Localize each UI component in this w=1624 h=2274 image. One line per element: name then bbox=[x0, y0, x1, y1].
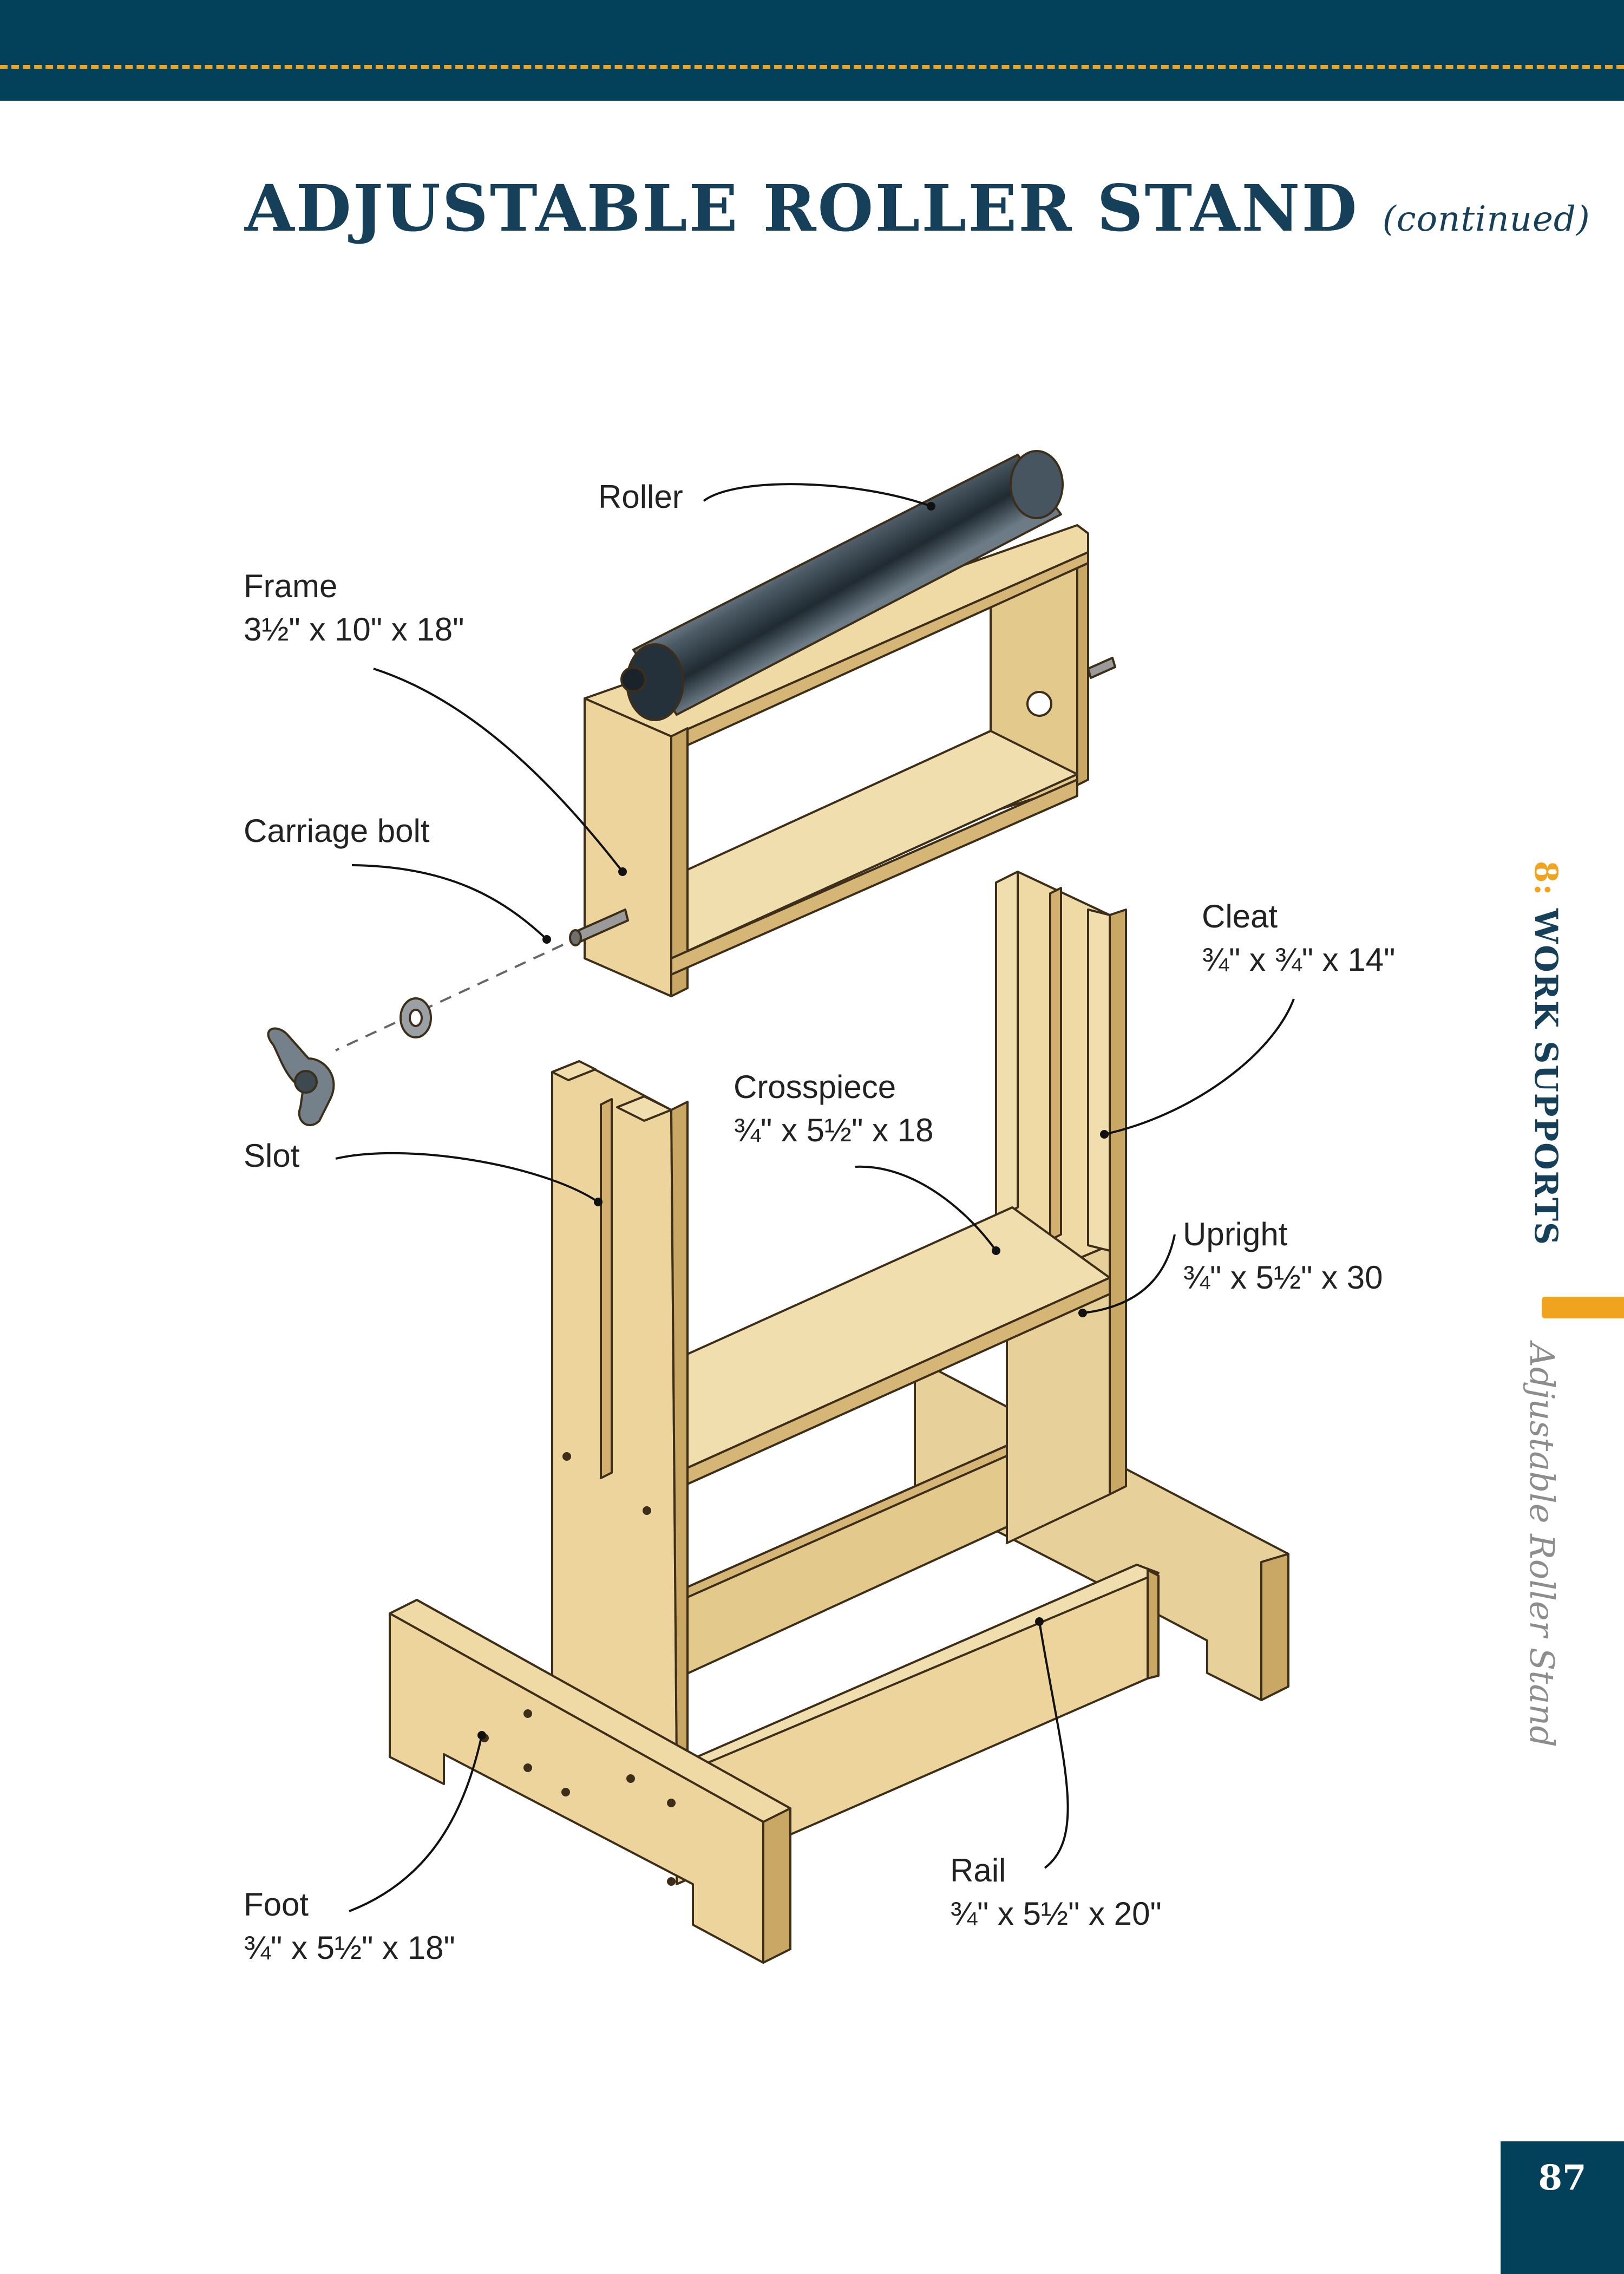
stand-assembly bbox=[389, 871, 1289, 1964]
label-rail: Rail ¾" x 5½" x 20" bbox=[950, 1849, 1162, 1936]
upright-slot-right bbox=[1049, 887, 1062, 1241]
back-foot-end bbox=[1260, 1553, 1289, 1701]
foot-dot-2 bbox=[523, 1709, 532, 1718]
page-title: ADJUSTABLE ROLLER STAND (continued) bbox=[245, 171, 1590, 246]
carriage-bolt-end bbox=[569, 929, 582, 946]
label-roller: Roller bbox=[598, 475, 683, 519]
wing-nut-hub bbox=[294, 1070, 318, 1094]
assembly-dashed-line bbox=[335, 944, 564, 1051]
label-upright-dims: ¾" x 5½" x 30 bbox=[1183, 1259, 1383, 1296]
front-foot-end bbox=[762, 1807, 791, 1964]
leader-dot-carriage-bolt bbox=[542, 935, 551, 944]
label-carriage-bolt: Carriage bolt bbox=[244, 809, 430, 853]
side-tab-section: Adjustable Roller Stand bbox=[1522, 1343, 1562, 1747]
label-frame: Frame 3½" x 10" x 18" bbox=[244, 565, 464, 651]
frame-back-post-face bbox=[1076, 540, 1089, 786]
label-frame-name: Frame bbox=[244, 568, 338, 604]
back-upright-side bbox=[1109, 909, 1127, 1495]
roller-axle bbox=[620, 666, 646, 692]
leader-dot-crosspiece bbox=[992, 1246, 1000, 1255]
side-tab-divider bbox=[1548, 1297, 1624, 1318]
roller-end-cap-rim bbox=[1010, 450, 1064, 519]
leader-dot-roller bbox=[927, 502, 935, 511]
foot-dot-4 bbox=[561, 1788, 570, 1796]
label-carriage-bolt-name: Carriage bolt bbox=[244, 813, 430, 849]
label-rail-name: Rail bbox=[950, 1852, 1006, 1889]
leader-cleat bbox=[1104, 998, 1295, 1135]
upright-slot-left bbox=[600, 1098, 613, 1479]
cleat-left bbox=[995, 871, 1019, 1219]
label-slot-name: Slot bbox=[244, 1138, 300, 1174]
foot-dot-3 bbox=[523, 1763, 532, 1772]
front-upright bbox=[551, 1060, 678, 1761]
frame-front-post bbox=[584, 697, 672, 997]
back-bolt-shaft bbox=[1087, 657, 1116, 679]
washer-hole bbox=[409, 1009, 423, 1027]
washer bbox=[400, 997, 432, 1038]
side-tab-chapter: 8: WORK SUPPORTS bbox=[1528, 861, 1564, 1246]
page-title-suffix: (continued) bbox=[1382, 199, 1590, 239]
label-foot-dims: ¾" x 5½" x 18" bbox=[244, 1930, 455, 1966]
upright-top-edge-2 bbox=[616, 1095, 672, 1122]
front-rail-end bbox=[1147, 1569, 1160, 1680]
header-dashed-line bbox=[0, 65, 1624, 69]
leader-slot bbox=[335, 1152, 599, 1203]
leader-dot-slot bbox=[594, 1198, 603, 1206]
leader-dot-frame bbox=[618, 867, 627, 876]
leader-upright bbox=[1082, 1234, 1176, 1314]
roller bbox=[620, 450, 1064, 721]
label-crosspiece: Crosspiece ¾" x 5½" x 18 bbox=[734, 1066, 933, 1152]
front-foot-face bbox=[389, 1612, 764, 1964]
leader-crosspiece bbox=[855, 1165, 997, 1252]
leader-rail bbox=[1038, 1621, 1069, 1869]
page-number-box: 87 bbox=[1501, 2141, 1624, 2274]
leader-dot-cleat bbox=[1100, 1130, 1109, 1139]
side-tab-divider-cap bbox=[1542, 1297, 1553, 1318]
foot-dot-7 bbox=[667, 1877, 676, 1886]
leader-foot bbox=[349, 1735, 483, 1912]
header-bar bbox=[0, 0, 1624, 101]
frame-post-hole bbox=[1026, 691, 1052, 717]
leader-roller bbox=[703, 483, 932, 507]
label-crosspiece-dims: ¾" x 5½" x 18 bbox=[734, 1112, 934, 1148]
label-foot-name: Foot bbox=[244, 1886, 309, 1923]
label-foot: Foot ¾" x 5½" x 18" bbox=[244, 1883, 455, 1970]
label-cleat: Cleat ¾" x ¾" x 14" bbox=[1202, 895, 1395, 982]
leader-dot-upright bbox=[1078, 1309, 1087, 1317]
cleat-right bbox=[1087, 909, 1111, 1252]
carriage-bolt bbox=[569, 657, 1116, 946]
leader-carriage-bolt bbox=[351, 864, 548, 940]
upright-dot-2 bbox=[643, 1506, 651, 1515]
frame-front-bottom bbox=[670, 779, 1078, 976]
label-cleat-dims: ¾" x ¾" x 14" bbox=[1202, 942, 1396, 978]
foot-dot-5 bbox=[626, 1774, 635, 1783]
label-cleat-name: Cleat bbox=[1202, 898, 1278, 935]
foot-dot-6 bbox=[667, 1799, 676, 1807]
upright-top-edge bbox=[551, 1060, 597, 1081]
label-slot: Slot bbox=[244, 1134, 299, 1178]
label-frame-dims: 3½" x 10" x 18" bbox=[244, 611, 464, 648]
side-tab-chapter-number: 8: bbox=[1528, 861, 1564, 897]
leader-dot-rail bbox=[1035, 1617, 1044, 1626]
page-number: 87 bbox=[1538, 2158, 1587, 2198]
leader-frame bbox=[373, 668, 624, 873]
label-roller-name: Roller bbox=[598, 479, 683, 515]
label-upright-name: Upright bbox=[1183, 1216, 1288, 1252]
leader-dot-foot bbox=[477, 1731, 486, 1740]
frame-front-post-side bbox=[670, 727, 689, 997]
side-tab-chapter-title: WORK SUPPORTS bbox=[1528, 908, 1564, 1246]
wing-nut bbox=[267, 1027, 335, 1127]
label-upright: Upright ¾" x 5½" x 30 bbox=[1183, 1213, 1383, 1299]
upright-dot-1 bbox=[562, 1452, 571, 1461]
label-rail-dims: ¾" x 5½" x 20" bbox=[950, 1896, 1162, 1932]
page-title-text: ADJUSTABLE ROLLER STAND bbox=[245, 171, 1359, 246]
label-crosspiece-name: Crosspiece bbox=[734, 1069, 896, 1105]
